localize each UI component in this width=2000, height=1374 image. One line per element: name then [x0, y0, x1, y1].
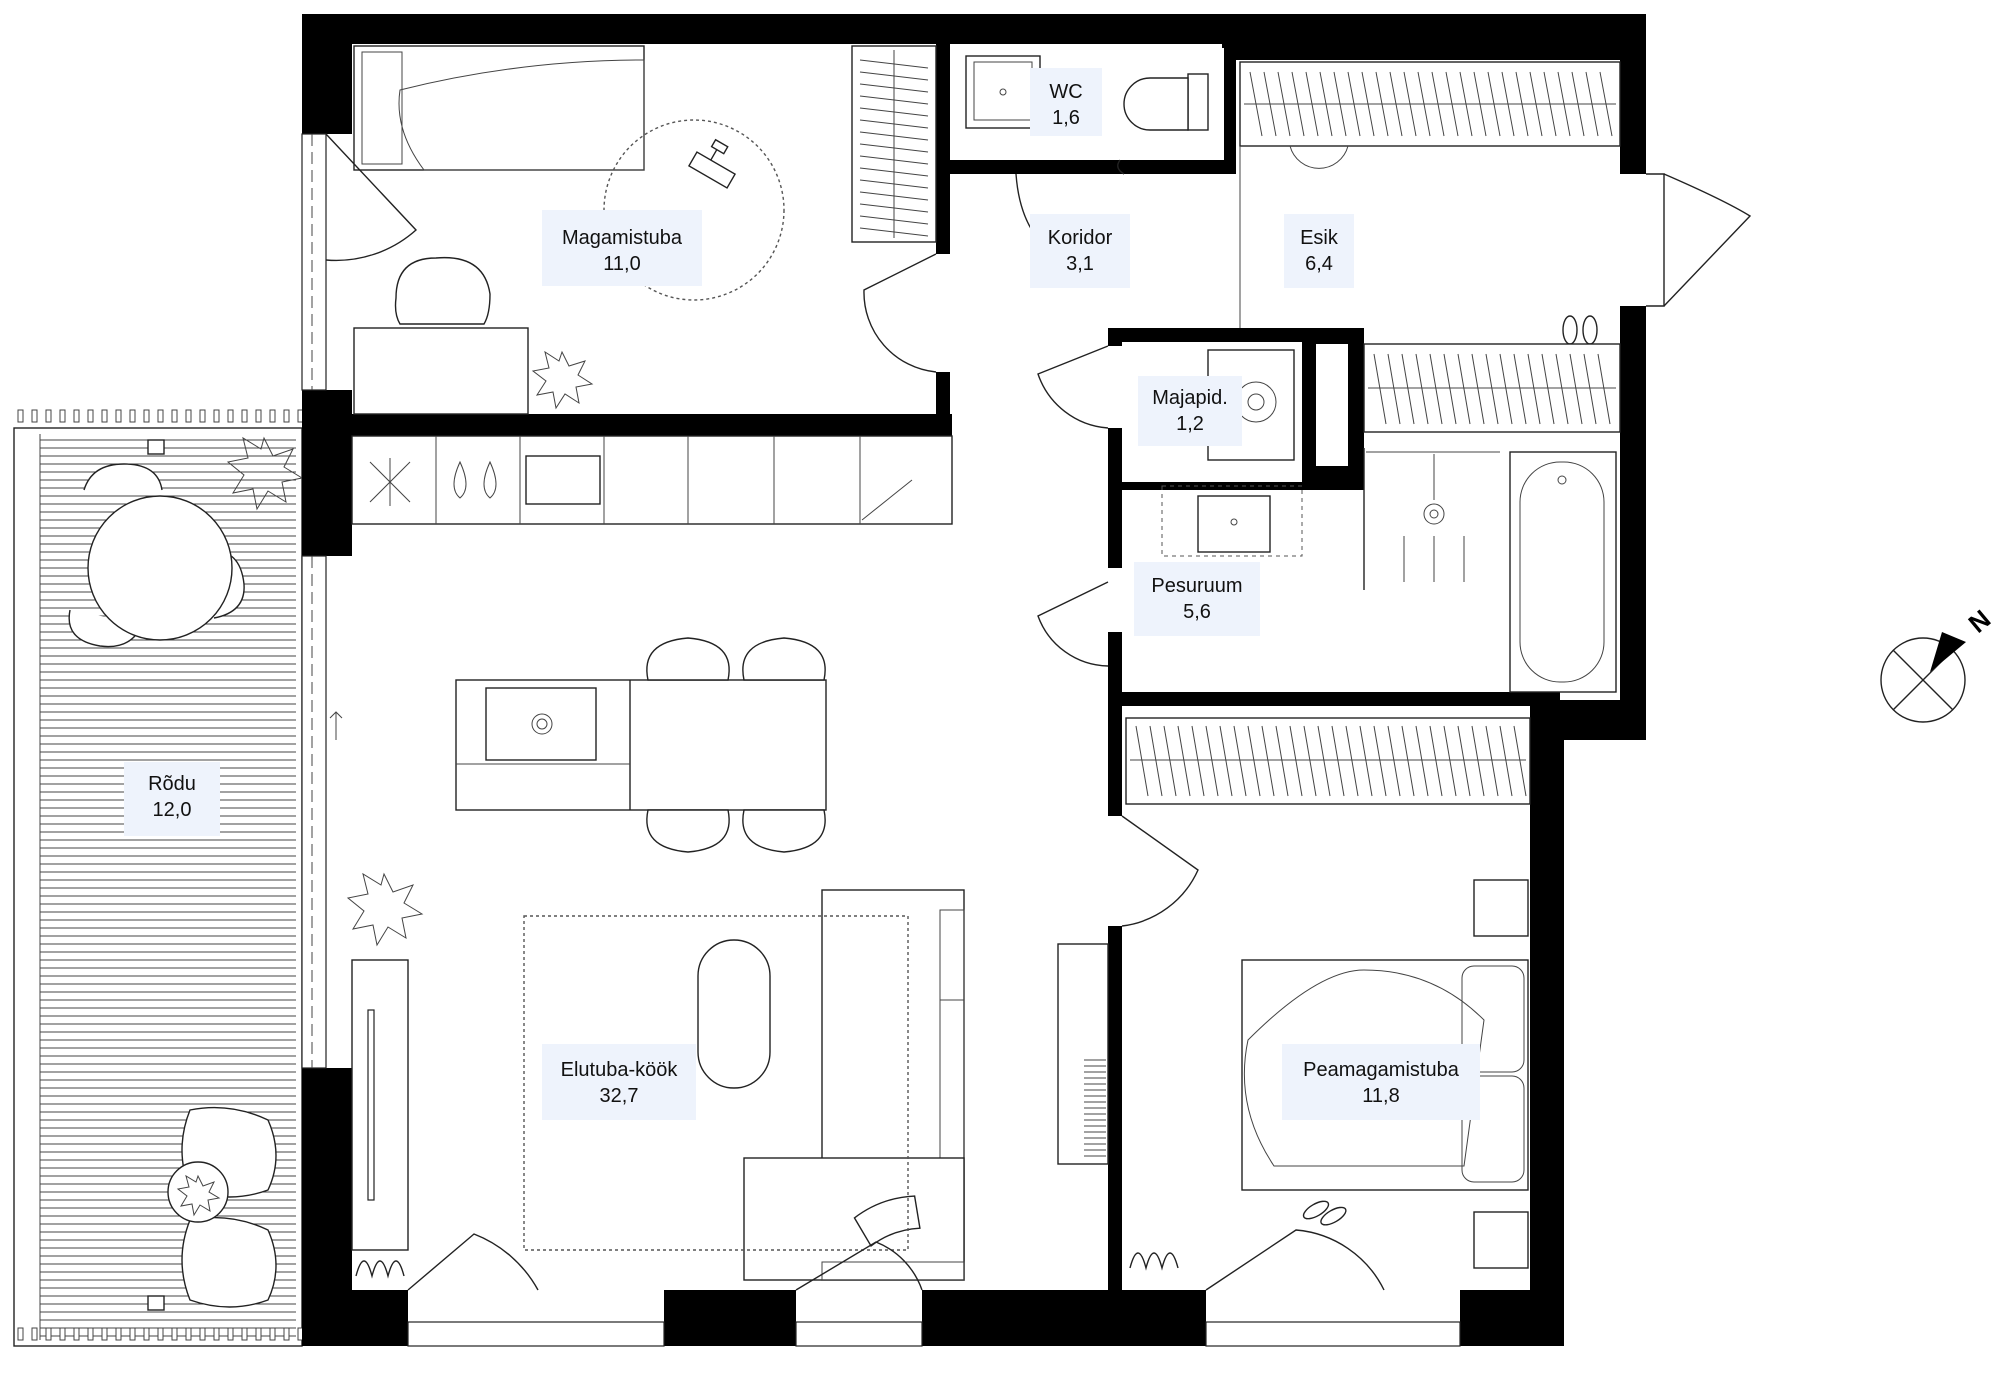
slippers-icon	[1302, 1200, 1347, 1226]
desk-icon	[353, 327, 529, 415]
room-esik	[1239, 61, 1752, 433]
plant-icon	[346, 872, 424, 947]
label-koridor: Koridor 3,1	[1030, 214, 1130, 288]
drops-icon	[453, 460, 497, 499]
label-pesuruum: Pesuruum 5,6	[1134, 562, 1260, 636]
plant-icon	[531, 350, 594, 410]
room-area: 1,2	[1176, 413, 1204, 435]
door-swing-icon	[1121, 815, 1199, 927]
north-arrow-icon	[1930, 632, 1966, 672]
plant-icon	[176, 1174, 221, 1217]
room-pesuruum	[1037, 448, 1617, 693]
sink-icon	[1197, 495, 1271, 553]
fridge-icon	[369, 458, 411, 506]
room-area: 12,0	[153, 799, 192, 821]
radiator-icon	[355, 1260, 405, 1279]
room-magamistuba	[311, 45, 937, 415]
room-name: Majapid.	[1152, 387, 1228, 409]
compass: N	[1880, 604, 1997, 723]
balcony-post-icon	[147, 1295, 165, 1311]
room-name: Pesuruum	[1151, 575, 1242, 597]
balcony-door-icon	[325, 133, 418, 262]
room-name: Peamagamistuba	[1303, 1059, 1460, 1081]
rug	[523, 915, 909, 1251]
room-area: 1,6	[1052, 107, 1080, 129]
room-elutuba	[311, 435, 1131, 1347]
balcony-table-set-icon	[68, 463, 245, 648]
slippers-icon	[1562, 315, 1598, 345]
room-area: 32,7	[600, 1085, 639, 1107]
label-rodu: Rõdu 12,0	[124, 762, 220, 836]
balcony-post-icon	[147, 439, 165, 455]
bathtub-icon	[1509, 451, 1617, 693]
tv-stand-icon	[351, 959, 409, 1251]
room-area: 11,0	[603, 253, 640, 275]
door-swing-icon	[1037, 581, 1109, 667]
kitchen-counter	[351, 435, 953, 525]
label-elutuba: Elutuba-köök 32,7	[542, 1044, 696, 1120]
balcony-chair-icon	[167, 1106, 277, 1308]
window-icon	[1205, 1229, 1385, 1291]
label-esik: Esik 6,4	[1284, 214, 1354, 288]
label-peamagamistuba: Peamagamistuba 11,8	[1282, 1044, 1480, 1120]
bed-icon	[353, 45, 645, 171]
room-name: Koridor	[1048, 227, 1113, 249]
shower-icon	[1363, 448, 1500, 590]
room-name: Esik	[1300, 227, 1339, 249]
cooktop-icon	[485, 687, 597, 761]
walls	[301, 14, 1646, 1346]
door-swing-icon	[1037, 345, 1109, 429]
label-majapid: Majapid. 1,2	[1138, 376, 1242, 446]
room-labels: Magamistuba 11,0 WC 1,6 Koridor 3,1 Esik…	[124, 68, 1480, 1120]
north-label: N	[1963, 604, 1997, 639]
balcony	[13, 409, 304, 1347]
sink-icon	[525, 455, 601, 505]
nightstand-icon	[1473, 879, 1529, 937]
radiator-icon	[1129, 1252, 1179, 1271]
window-icon	[795, 1241, 923, 1291]
pillow-icon	[853, 1195, 921, 1247]
bookshelf-icon	[1057, 943, 1109, 1165]
entrance-door-icon	[1663, 173, 1752, 307]
room-area: 3,1	[1066, 253, 1094, 275]
sink-icon	[965, 55, 1041, 129]
room-area: 5,6	[1183, 601, 1211, 623]
room-name: Elutuba-köök	[561, 1059, 679, 1081]
coffee-table-icon	[697, 939, 771, 1089]
room-name: Rõdu	[148, 773, 196, 795]
label-magamistuba: Magamistuba 11,0	[542, 210, 702, 286]
plant-icon	[226, 436, 304, 511]
bar-stool-icon	[646, 637, 826, 853]
nightstand-icon	[1473, 1211, 1529, 1269]
room-area: 11,8	[1362, 1085, 1399, 1107]
tv-icon	[367, 1009, 375, 1201]
room-name: WC	[1049, 81, 1082, 103]
room-area: 6,4	[1305, 253, 1333, 275]
label-wc: WC 1,6	[1030, 68, 1102, 136]
door-swing-icon	[863, 253, 937, 373]
toilet-icon	[1123, 73, 1209, 131]
sofa-icon	[743, 889, 965, 1281]
room-name: Magamistuba	[562, 227, 683, 249]
window-icon	[407, 1233, 539, 1291]
desk-lamp-icon	[687, 138, 737, 189]
chair-icon	[394, 256, 491, 325]
room-peamagamistuba	[1121, 717, 1531, 1347]
